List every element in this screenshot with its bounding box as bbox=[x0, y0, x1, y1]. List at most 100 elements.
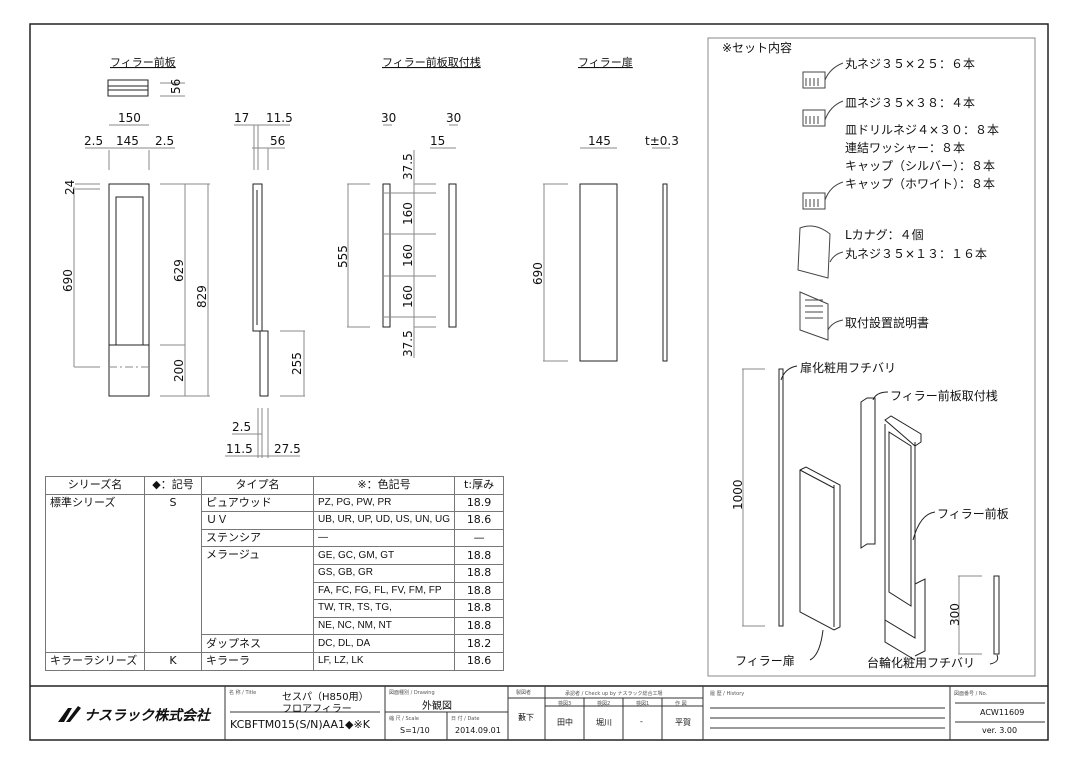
dimension-label: 2.5 bbox=[232, 420, 251, 434]
part-label: フィラー扉 bbox=[735, 654, 795, 668]
company-name: ナスラック株式会社 bbox=[84, 708, 210, 724]
color-cell: PZ, PG, PW, PR bbox=[312, 493, 456, 513]
dimension-label: 11.5 bbox=[266, 111, 293, 125]
manual-icon bbox=[799, 291, 844, 341]
date-label: 日 付 / Date bbox=[451, 716, 480, 722]
dimension-label: 15 bbox=[430, 134, 445, 148]
date: 2014.09.01 bbox=[455, 726, 501, 735]
code-cell: K bbox=[144, 651, 202, 671]
type-cell: ＵＶ bbox=[201, 511, 314, 530]
dimension-label: 160 bbox=[401, 202, 415, 225]
table-header-cell: タイプ名 bbox=[201, 476, 314, 495]
dimension-label: 829 bbox=[195, 285, 209, 308]
author: 藪下 bbox=[518, 713, 534, 722]
table-header-row: シリーズ名 ◆：記号 タイプ名 ※：色記号 t:厚み bbox=[45, 476, 505, 495]
type-cell: ダップネス bbox=[201, 634, 314, 653]
scale-label: 縮 尺 / Scale bbox=[389, 716, 419, 722]
dimension-label: 56 bbox=[270, 134, 285, 148]
dimension-label: 690 bbox=[61, 269, 75, 292]
set-contents-title: ※セット内容 bbox=[722, 40, 792, 55]
author-label: 製図者 bbox=[516, 690, 532, 696]
color-cell: GS, GB, GR bbox=[312, 563, 456, 583]
dimension-label: 200 bbox=[172, 359, 186, 382]
set-item: キャップ（ホワイト）：８本 bbox=[845, 177, 995, 191]
part-label: フィラー前板取付桟 bbox=[890, 388, 998, 403]
front-panel-part bbox=[884, 415, 926, 661]
model-number: KCBFTM015(S/N)AA1◆※K bbox=[230, 718, 370, 731]
side-view: 17 11.5 56 255 2.5 11.5 27.5 bbox=[225, 111, 305, 458]
check-label: 承認者 / Check up by ナスラック総合工場 bbox=[565, 691, 663, 697]
color-cell: GE, GC, GM, GT bbox=[312, 546, 456, 565]
table-header-cell: ※：色記号 bbox=[312, 476, 456, 495]
dimension-label: 2.5 bbox=[84, 134, 103, 148]
history-label: 履 歴 / History bbox=[710, 691, 745, 697]
drafter: 平賀 bbox=[675, 718, 691, 727]
check-column-label: 検図2 bbox=[597, 701, 611, 707]
thickness-cell: 18.8 bbox=[454, 563, 505, 583]
door-title: フィラー扉 bbox=[578, 56, 633, 69]
color-cell: TW, TR, TS, TG, bbox=[312, 599, 456, 618]
check-column-label: 検図3 bbox=[558, 701, 572, 707]
dimension-label: 17 bbox=[234, 111, 249, 125]
product-subtitle: フロアフィラー bbox=[282, 704, 352, 715]
screw-bag-icon bbox=[802, 62, 844, 89]
drawing-label: 図面種別 / Drawing bbox=[389, 690, 435, 696]
table-row: TW, TR, TS, TG,18.8 bbox=[46, 599, 505, 618]
dimension-label: 1000 bbox=[731, 479, 745, 510]
bracket-bag-icon bbox=[797, 225, 844, 279]
drawing-type: 外観図 bbox=[422, 701, 452, 712]
set-item: キャップ（シルバー）：８本 bbox=[845, 159, 995, 173]
color-cell: NE, NC, NM, NT bbox=[312, 616, 456, 636]
dimension-label: 30 bbox=[446, 111, 461, 125]
dimension-label: t±0.3 bbox=[645, 134, 679, 148]
checker-3: 田中 bbox=[557, 718, 573, 727]
batten-part bbox=[860, 397, 876, 549]
set-contents-frame bbox=[707, 37, 1036, 677]
dimension-label: 690 bbox=[531, 262, 545, 285]
code-cell: S bbox=[144, 493, 202, 653]
thickness-cell: 18.8 bbox=[454, 616, 505, 636]
table-header-cell: ◆：記号 bbox=[144, 476, 202, 495]
type-cell: ステンシア bbox=[201, 528, 314, 548]
thickness-cell: 18.9 bbox=[454, 493, 505, 513]
product-title: セスパ（H850用） bbox=[282, 692, 369, 703]
dimension-label: 30 bbox=[381, 111, 396, 125]
thickness-cell: 18.8 bbox=[454, 599, 505, 618]
set-item: 取付設置説明書 bbox=[845, 315, 929, 330]
set-item: 皿ネジ３５×３８：４本 bbox=[845, 96, 975, 110]
check-column-label: 作 図 bbox=[675, 701, 687, 707]
dimension-label: 27.5 bbox=[274, 442, 301, 456]
dimension-label: 24 bbox=[63, 180, 77, 195]
dimension-label: 145 bbox=[116, 134, 139, 148]
table-header-cell: シリーズ名 bbox=[45, 476, 145, 495]
batten-view: フィラー前板取付桟 555 30 30 15 37.5 160 160 160 … bbox=[336, 55, 481, 358]
dimension-label: 160 bbox=[401, 285, 415, 308]
thickness-cell: 18.2 bbox=[454, 634, 505, 653]
number-label: 図面番号 / No. bbox=[954, 691, 988, 697]
type-cell: ピュアウッド bbox=[201, 493, 314, 513]
type-cell: メラージュ bbox=[201, 546, 314, 636]
color-cell: FA, FC, FG, FL, FV, FM, FP bbox=[312, 581, 456, 601]
front-panel-view: フィラー前板 56 150 2.5 145 2.5 24 690 629 829… bbox=[61, 55, 210, 397]
table-row: ステンシア—— bbox=[46, 528, 505, 548]
door-trim-part bbox=[778, 368, 784, 627]
set-item: Lカナグ：４個 bbox=[845, 228, 924, 242]
dimension-label: 300 bbox=[948, 603, 962, 626]
drawing-number: ACW11609 bbox=[980, 708, 1025, 717]
checker-1: - bbox=[640, 717, 643, 726]
dimension-label: 555 bbox=[336, 245, 350, 268]
set-item: 連結ワッシャー：８本 bbox=[845, 141, 965, 155]
dimension-label: 629 bbox=[172, 259, 186, 282]
check-column-label: 検図1 bbox=[636, 701, 650, 707]
type-cell: キラーラ bbox=[201, 651, 314, 671]
series-cell: 標準シリーズ bbox=[45, 493, 145, 653]
dimension-label: 160 bbox=[401, 244, 415, 267]
set-item: 丸ネジ３５×１３：１６本 bbox=[845, 247, 987, 261]
color-cell: — bbox=[312, 528, 456, 548]
